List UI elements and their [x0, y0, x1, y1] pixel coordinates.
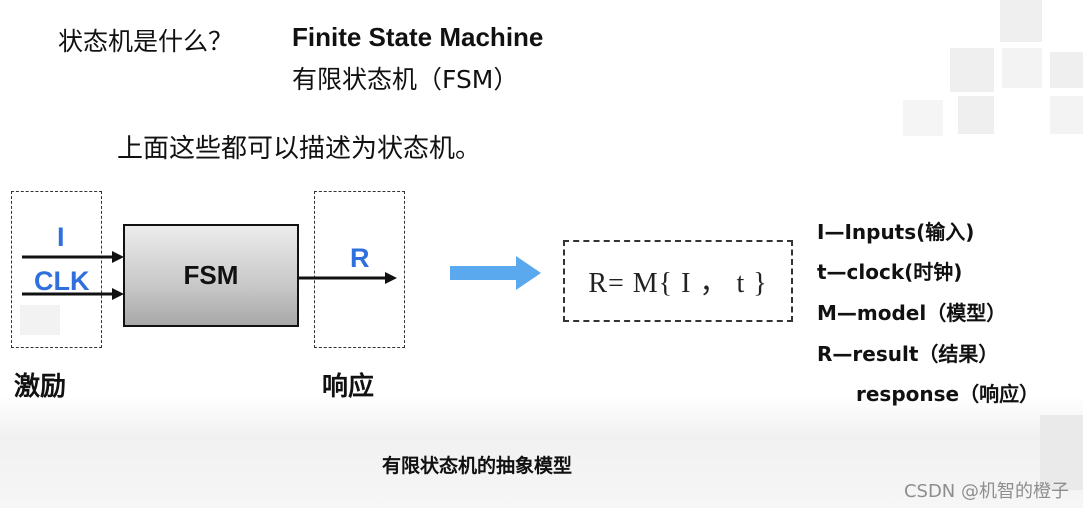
watermark: CSDN @机智的橙子 [903, 481, 1069, 502]
diagram-caption: 有限状态机的抽象模型 [382, 455, 573, 477]
bg-tile [1002, 48, 1042, 88]
bg-tile [958, 96, 994, 134]
formula-box: R= M{ I ， t } [563, 240, 793, 322]
description-text: 上面这些都可以描述为状态机。 [117, 134, 482, 164]
question-title: 状态机是什么？ [58, 27, 234, 56]
input-i-label: I [57, 222, 65, 252]
input-clk-label: CLK [34, 266, 90, 296]
output-response-label: 响应 [322, 372, 375, 402]
output-dashed-box [314, 191, 405, 348]
legend-result: R—result（结果） [817, 342, 999, 366]
input-clk-arrow [22, 288, 124, 300]
chinese-title: 有限状态机（FSM） [292, 65, 519, 94]
bg-tile [1050, 96, 1083, 134]
fsm-label: FSM [183, 260, 239, 290]
input-i-arrow [22, 251, 124, 263]
bg-tile [1000, 0, 1042, 42]
legend-response: response（响应） [856, 382, 1040, 406]
output-r-label: R [350, 243, 370, 273]
bg-tile [950, 48, 994, 92]
english-title: Finite State Machine [292, 22, 544, 52]
legend-inputs: I—Inputs(输入) [817, 220, 975, 244]
bg-tile [903, 100, 943, 136]
input-dashed-box [11, 191, 102, 348]
legend-clock: t—clock(时钟) [817, 260, 963, 284]
bg-tile [20, 305, 60, 335]
input-stimulus-label: 激励 [14, 372, 67, 402]
output-r-arrow [299, 272, 397, 284]
bg-tile [1040, 415, 1083, 490]
legend-model: M—model（模型） [817, 301, 1007, 325]
formula-text: R= M{ I ， t } [588, 268, 768, 299]
fsm-block: FSM [123, 224, 299, 327]
bg-tile [1050, 52, 1083, 88]
transition-arrow [450, 256, 541, 290]
